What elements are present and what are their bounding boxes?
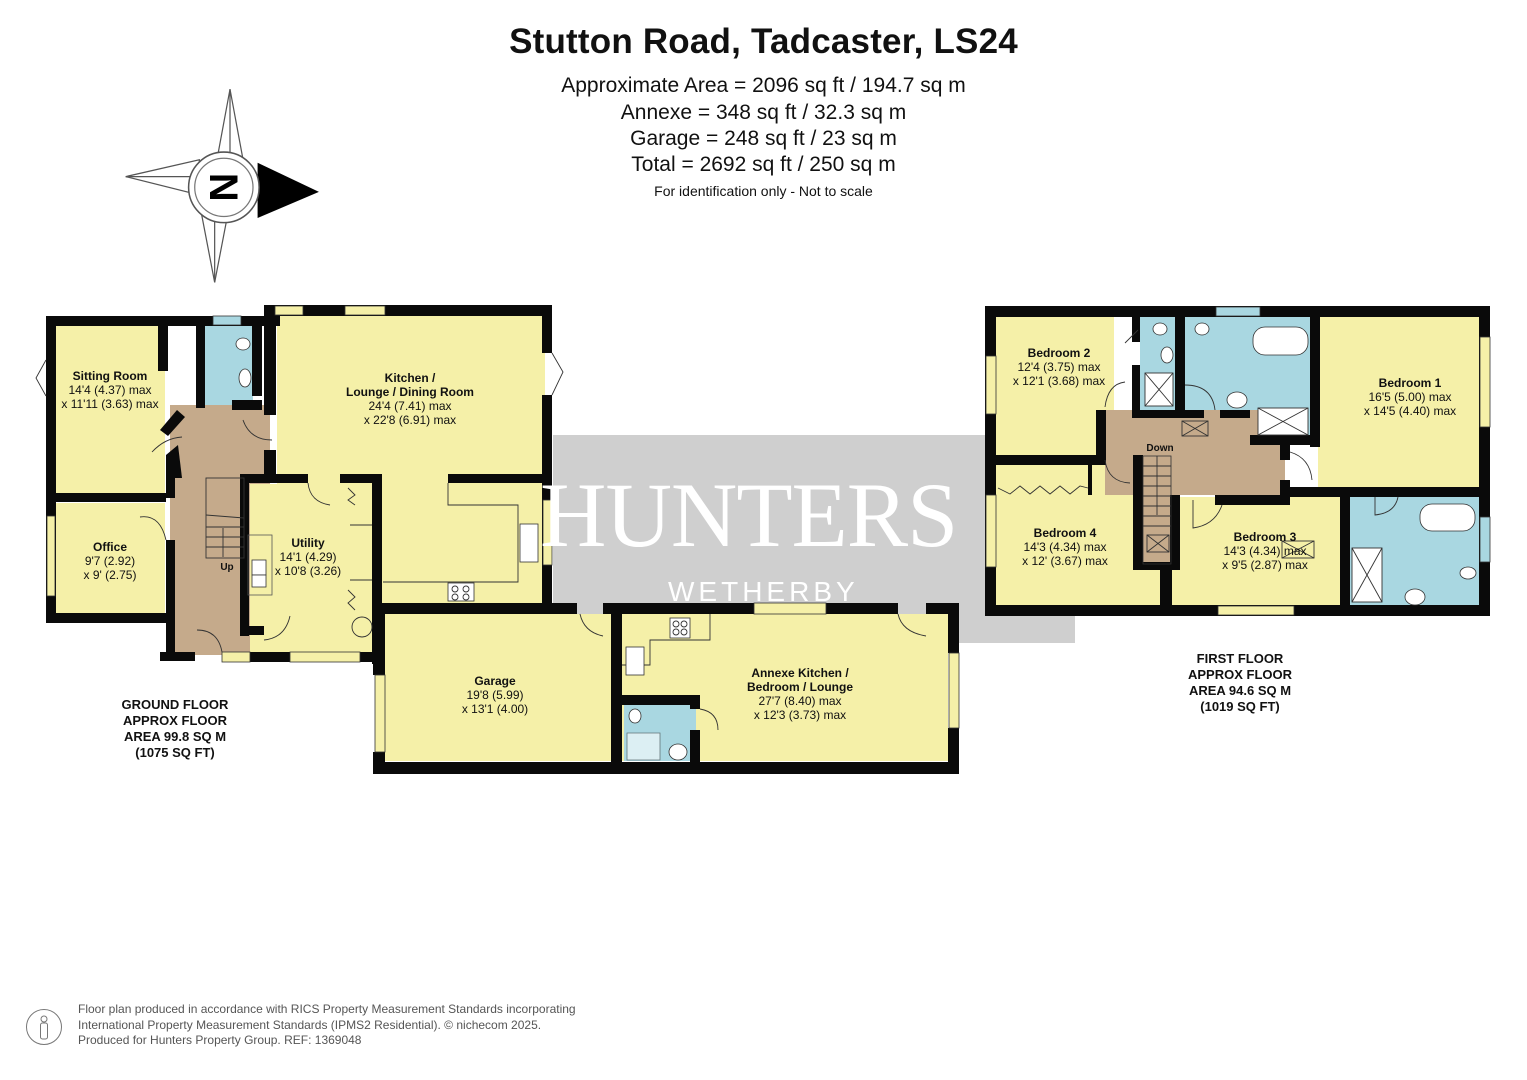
room-name: Garage	[474, 674, 516, 688]
total-area: Total = 2692 sq ft / 250 sq m	[631, 153, 896, 176]
room-annexe: Annexe Kitchen / Bedroom / Lounge 27'7 (…	[730, 666, 870, 722]
room-garage: Garage 19'8 (5.99) x 13'1 (4.00)	[440, 674, 550, 716]
room-kitchen-lounge-dining: Kitchen / Lounge / Dining Room 24'4 (7.4…	[340, 371, 480, 427]
room-dimension: x 12'3 (3.73) max	[753, 708, 847, 722]
caption-line: (1019 SQ FT)	[1200, 699, 1280, 714]
room-dimension: 12'4 (3.75) max	[1017, 360, 1101, 374]
watermark-brand: HUNTERS	[540, 464, 958, 566]
room-bedroom-2: Bedroom 2 12'4 (3.75) max x 12'1 (3.68) …	[1000, 346, 1118, 388]
room-utility: Utility 14'1 (4.29) x 10'8 (3.26)	[262, 536, 354, 578]
room-name: Office	[92, 540, 127, 554]
room-dimension: x 12' (3.67) max	[1022, 554, 1108, 568]
room-dimension: x 10'8 (3.26)	[274, 564, 342, 578]
room-name: Utility	[291, 536, 325, 550]
caption-line: APPROX FLOOR	[122, 713, 227, 728]
room-name: Sitting Room	[72, 369, 148, 383]
first-floor-caption: FIRST FLOOR APPROX FLOOR AREA 94.6 SQ M …	[1160, 651, 1320, 715]
room-bedroom-3: Bedroom 3 14'3 (4.34) max x 9'5 (2.87) m…	[1200, 530, 1330, 572]
room-dimension: x 12'1 (3.68) max	[1012, 374, 1106, 388]
room-dimension: x 14'5 (4.40) max	[1363, 404, 1457, 418]
scale-disclaimer: For identification only - Not to scale	[654, 183, 873, 199]
caption-line: FIRST FLOOR	[1196, 651, 1284, 666]
room-dimension: 14'3 (4.34) max	[1023, 540, 1107, 554]
approximate-area: Approximate Area = 2096 sq ft / 194.7 sq…	[561, 74, 966, 97]
room-name: Bedroom 4	[1033, 526, 1097, 540]
room-name-line2: Lounge / Dining Room	[346, 385, 474, 399]
svg-text:N: N	[201, 173, 245, 202]
ground-floor-caption: GROUND FLOOR APPROX FLOOR AREA 99.8 SQ M…	[95, 697, 255, 761]
person-scale-icon	[26, 1009, 62, 1045]
footer-line: Produced for Hunters Property Group. REF…	[78, 1033, 362, 1047]
room-dimension: 24'4 (7.41) max	[368, 399, 452, 413]
room-dimension: x 13'1 (4.00)	[461, 702, 529, 716]
footer-line: International Property Measurement Stand…	[78, 1017, 542, 1032]
caption-line: GROUND FLOOR	[121, 697, 229, 712]
watermark-branch: WETHERBY	[668, 576, 859, 607]
caption-line: (1075 SQ FT)	[135, 745, 215, 760]
room-dimension: 9'7 (2.92)	[84, 554, 136, 568]
room-dimension: 19'8 (5.99)	[466, 688, 524, 702]
footer-disclaimer: Floor plan produced in accordance with R…	[78, 1002, 576, 1049]
caption-line: AREA 99.8 SQ M	[123, 729, 227, 744]
footer-line: Floor plan produced in accordance with R…	[78, 1002, 576, 1016]
room-bedroom-1: Bedroom 1 16'5 (5.00) max x 14'5 (4.40) …	[1340, 376, 1480, 418]
caption-line: APPROX FLOOR	[1187, 667, 1292, 682]
caption-line: AREA 94.6 SQ M	[1188, 683, 1292, 698]
north-arrow-icon: N	[125, 89, 319, 283]
room-dimension: 14'1 (4.29)	[279, 550, 337, 564]
room-dimension: x 9'5 (2.87) max	[1222, 558, 1308, 572]
room-name: Bedroom 1	[1378, 376, 1442, 390]
room-office: Office 9'7 (2.92) x 9' (2.75)	[55, 540, 165, 582]
room-name-line2: Bedroom / Lounge	[747, 680, 853, 694]
room-dimension: x 11'11 (3.63) max	[61, 397, 159, 411]
room-dimension: 27'7 (8.40) max	[758, 694, 842, 708]
stairs-up-label: Up	[220, 562, 234, 573]
room-dimension: x 22'8 (6.91) max	[363, 413, 457, 427]
room-name: Bedroom 2	[1027, 346, 1091, 360]
room-dimension: 14'4 (4.37) max	[68, 383, 152, 397]
room-dimension: x 9' (2.75)	[83, 568, 137, 582]
annexe-area: Annexe = 348 sq ft / 32.3 sq m	[620, 101, 907, 124]
room-dimension: 14'3 (4.34) max	[1223, 544, 1307, 558]
garage-area: Garage = 248 sq ft / 23 sq m	[630, 127, 897, 150]
stairs-down-label: Down	[1146, 443, 1174, 454]
room-bedroom-4: Bedroom 4 14'3 (4.34) max x 12' (3.67) m…	[1000, 526, 1130, 568]
room-name: Kitchen /	[384, 371, 436, 385]
room-name: Bedroom 3	[1233, 530, 1297, 544]
room-name: Annexe Kitchen /	[751, 666, 849, 680]
room-sitting-room: Sitting Room 14'4 (4.37) max x 11'11 (3.…	[55, 369, 165, 411]
property-title: Stutton Road, Tadcaster, LS24	[509, 22, 1018, 61]
room-dimension: 16'5 (5.00) max	[1368, 390, 1452, 404]
